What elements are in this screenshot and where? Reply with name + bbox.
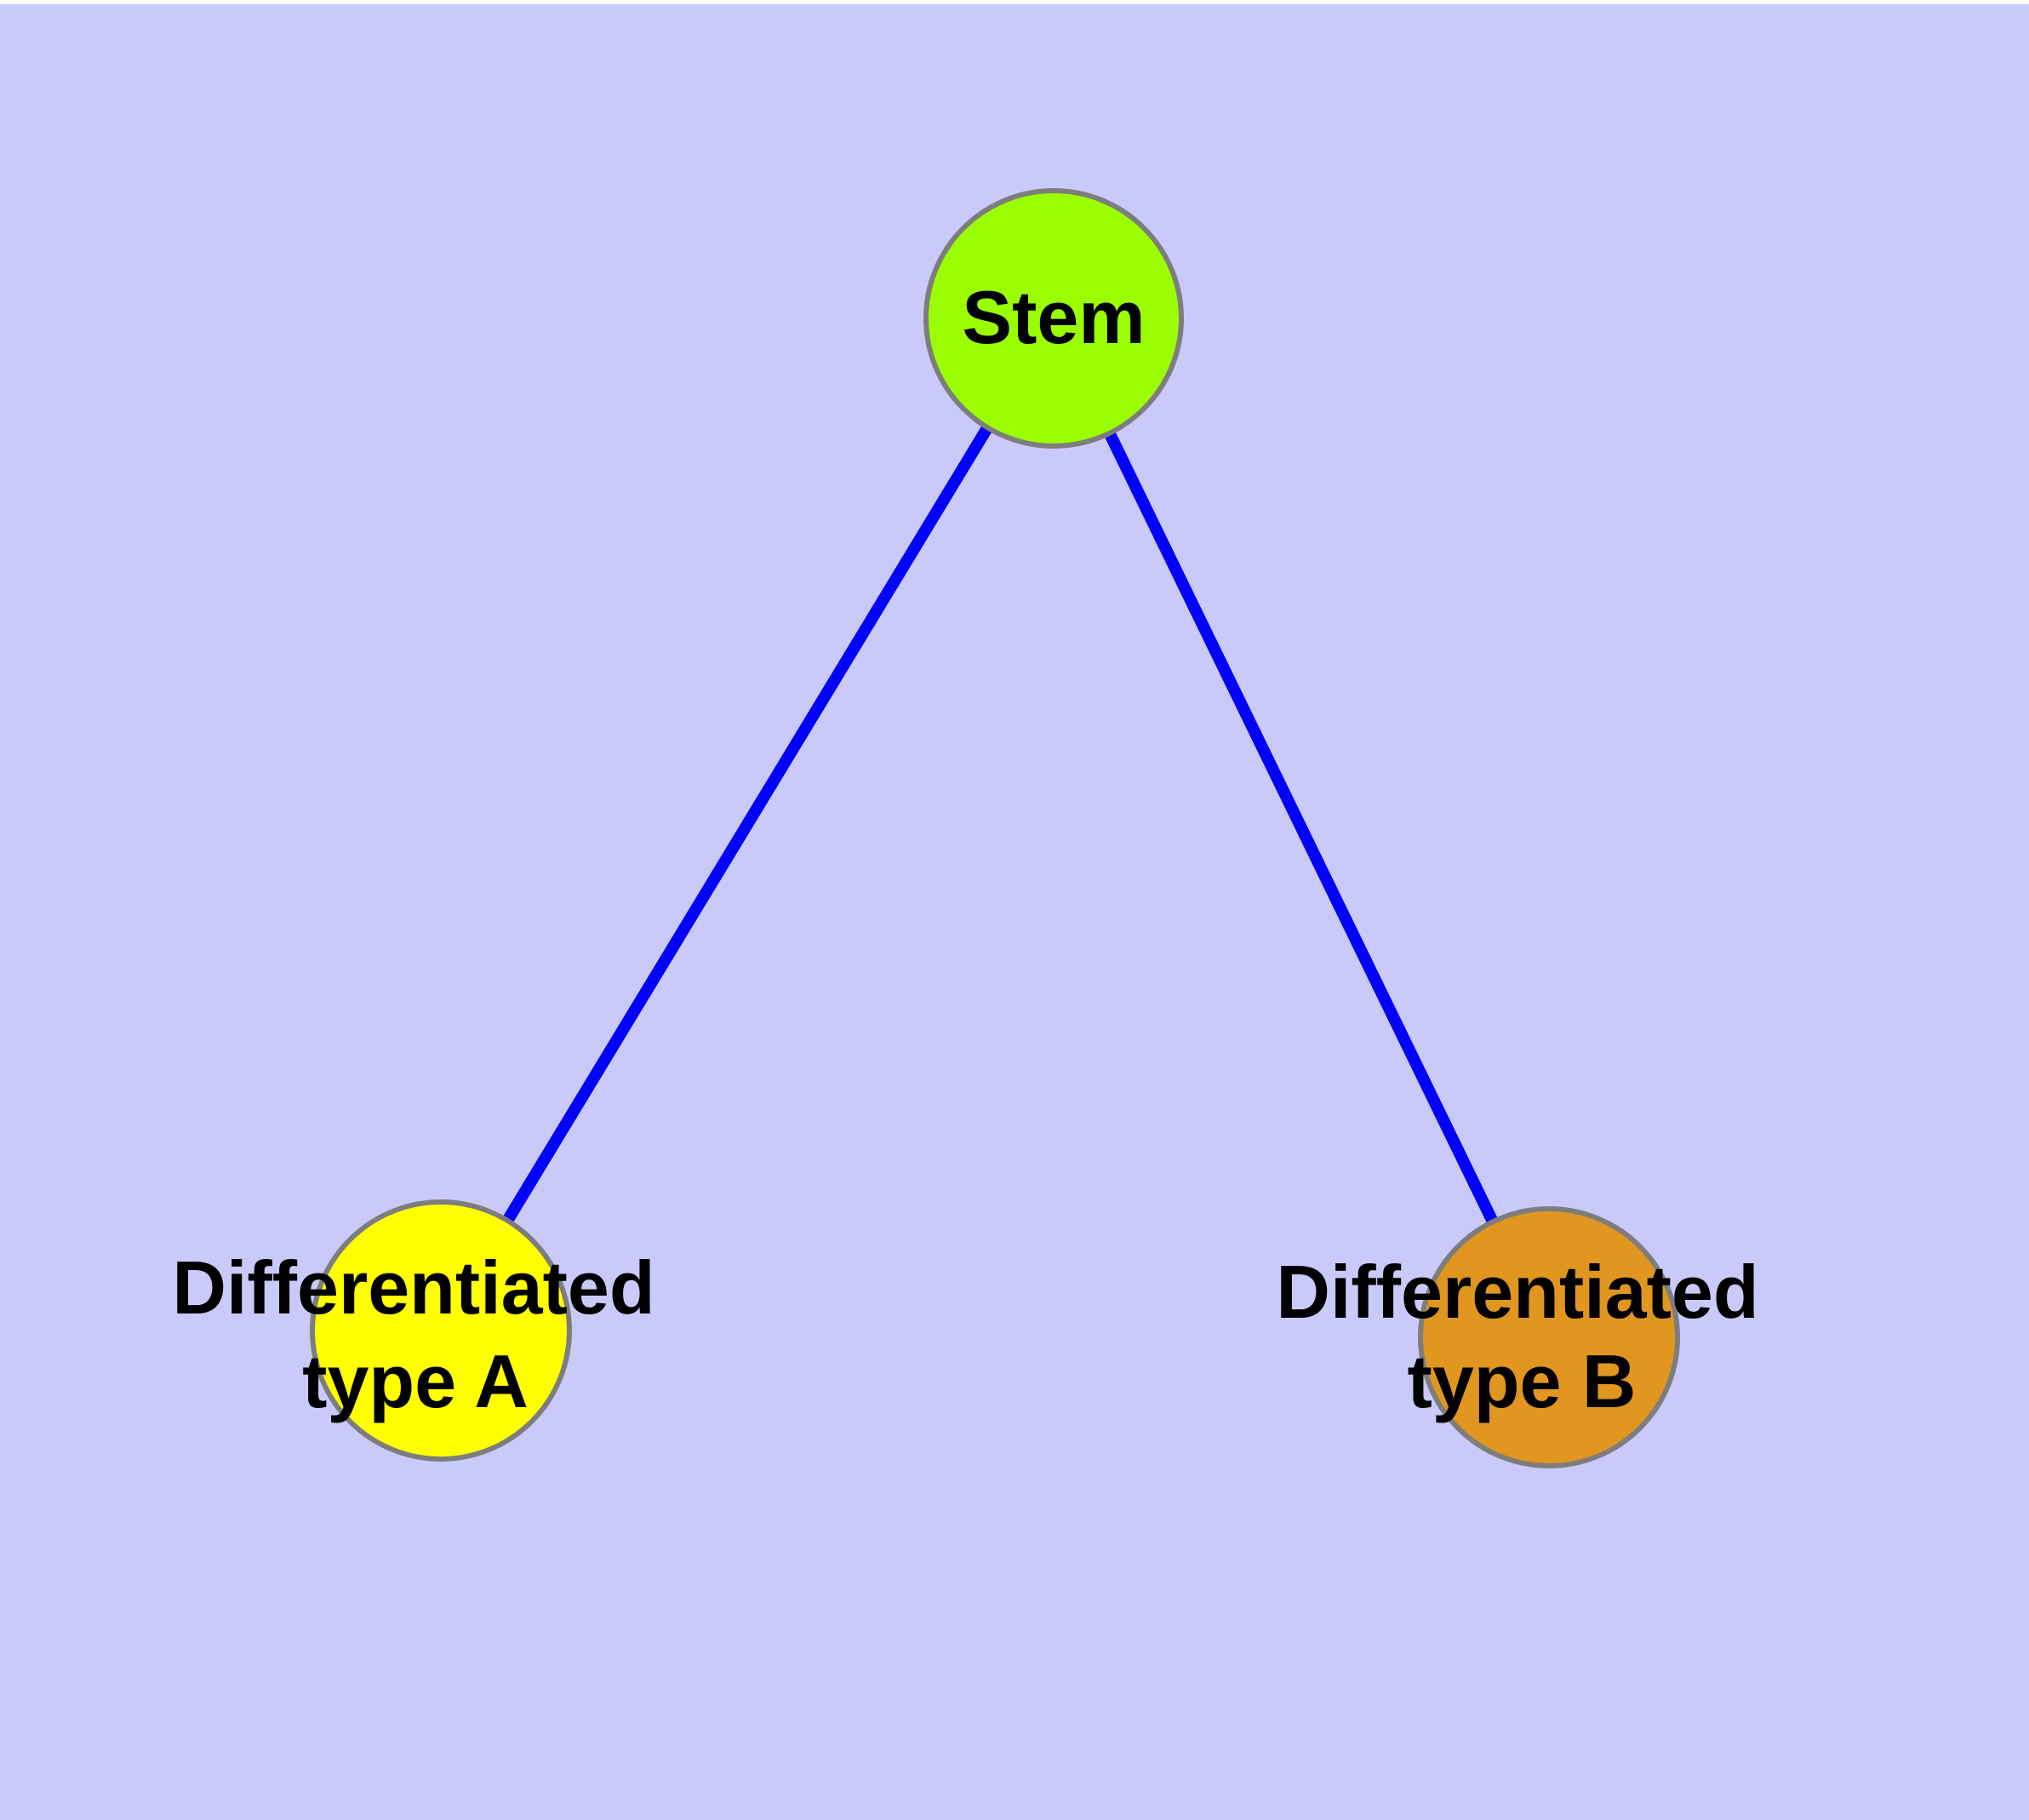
node-type-a-label-line2: type A: [302, 1339, 529, 1423]
edge-stem-to-type-b: [1048, 315, 1555, 1341]
node-type-a: [310, 1199, 572, 1462]
node-type-b-label-line1: Differentiated: [1276, 1250, 1758, 1334]
edge-stem-to-type-a: [436, 315, 1059, 1334]
node-type-b-label-line2: type B: [1408, 1339, 1637, 1423]
node-type-a-label-line1: Differentiated: [172, 1245, 654, 1330]
top-edge-strip: [0, 0, 2029, 4]
node-stem: [923, 188, 1184, 449]
node-type-b: [1418, 1206, 1680, 1468]
node-stem-label: Stem: [962, 275, 1145, 359]
